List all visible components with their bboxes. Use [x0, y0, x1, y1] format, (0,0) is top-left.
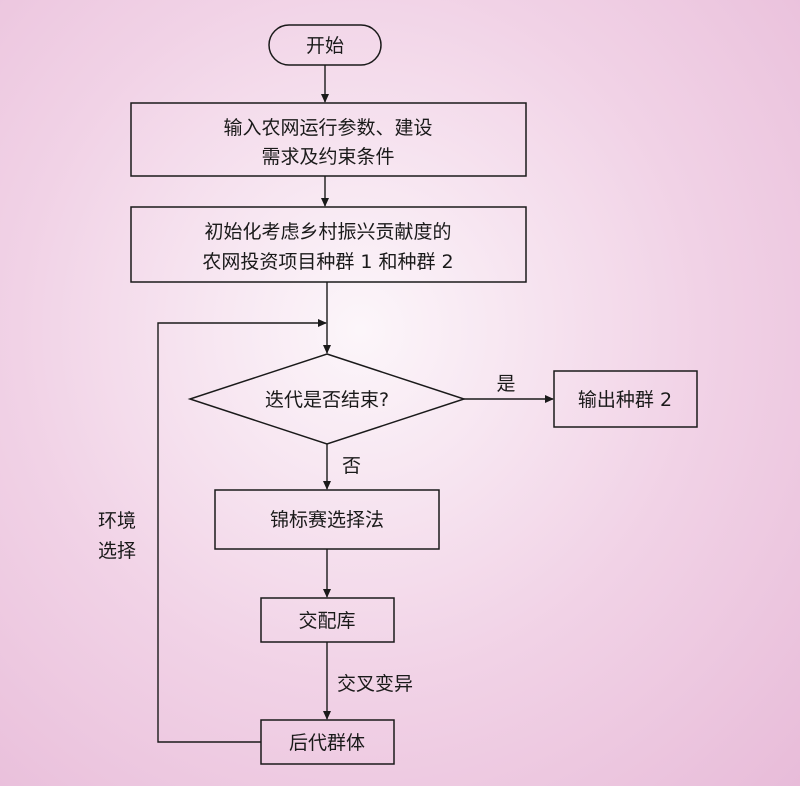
- start-label: 开始: [306, 35, 344, 57]
- output-label: 输出种群 2: [578, 389, 672, 411]
- input-label-line1: 输入农网运行参数、建设: [223, 117, 432, 139]
- no-label: 否: [342, 455, 361, 477]
- offspring-label: 后代群体: [289, 732, 365, 754]
- crossover-mutation-label: 交叉变异: [337, 673, 413, 695]
- input-node: [130, 102, 527, 177]
- yes-label: 是: [496, 373, 515, 395]
- mating-pool-label: 交配库: [298, 610, 355, 632]
- decision-label: 迭代是否结束?: [265, 389, 389, 411]
- env-selection-label-line2: 选择: [98, 540, 136, 562]
- output-node: [553, 370, 698, 428]
- init-label-line1: 初始化考虑乡村振兴贡献度的: [204, 221, 451, 243]
- init-label-line2: 农网投资项目种群 1 和种群 2: [202, 251, 453, 273]
- input-label-line2: 需求及约束条件: [261, 146, 394, 168]
- tournament-label: 锦标赛选择法: [270, 509, 384, 531]
- env-selection-label-line1: 环境: [98, 510, 136, 532]
- init-population-node: [130, 206, 527, 283]
- feedback-loop-line: [157, 318, 327, 743]
